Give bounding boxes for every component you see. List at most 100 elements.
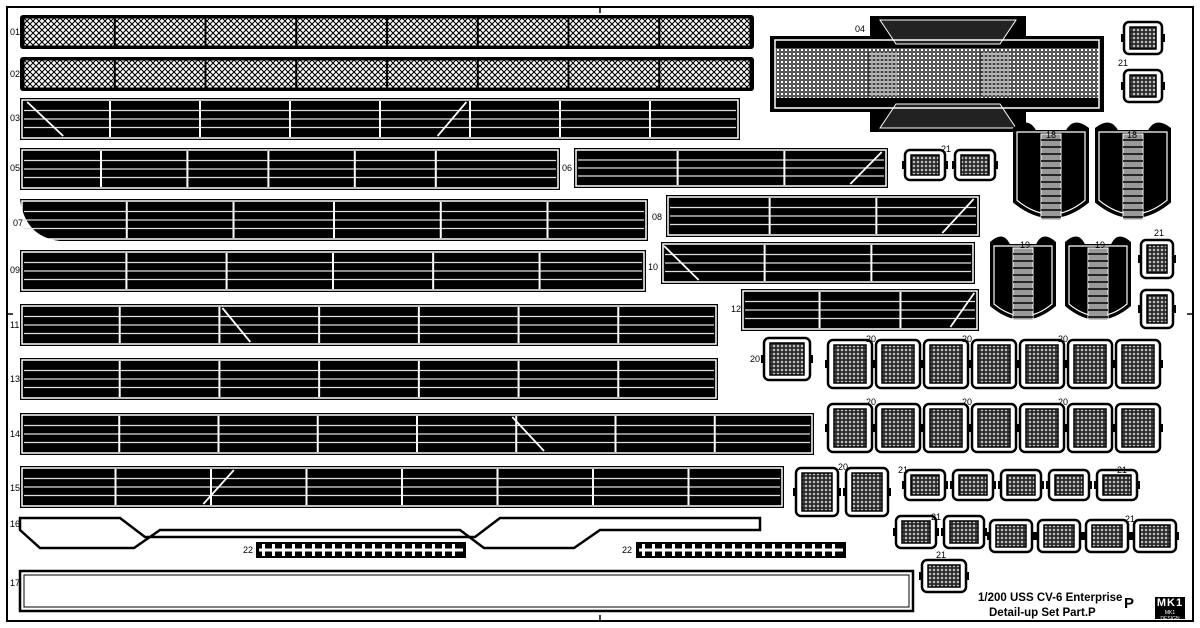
- part-21-grate-i: [919, 558, 969, 594]
- part-13-railing: [20, 358, 718, 400]
- label-15: 15: [10, 483, 21, 493]
- part-07-railing: [20, 199, 648, 241]
- part-21-grate-f: [1138, 288, 1176, 330]
- part-20-grate-row2-5: [1065, 402, 1115, 454]
- label-16: 16: [10, 519, 21, 529]
- part-21-grate-row1-1: [950, 468, 996, 502]
- part-letter: P: [1124, 595, 1135, 612]
- label-07: 07: [13, 218, 24, 228]
- part-05-railing: [20, 148, 560, 190]
- part-20-grate-row1-3: [969, 338, 1019, 390]
- part-20-grate-row2-1: [873, 402, 923, 454]
- part-20-grate-row1-5: [1065, 338, 1115, 390]
- label-22a: 22: [243, 545, 254, 555]
- part-21-grate-row1-3: [1046, 468, 1092, 502]
- logo-text: MK1 DESIGN: [1160, 610, 1180, 622]
- part-21-grate-g: [893, 514, 939, 550]
- part-20-grate-i: [843, 466, 891, 518]
- part-11-railing: [20, 304, 718, 346]
- sheet-title-line1: 1/200 USS CV-6 Enterprise: [978, 592, 1123, 604]
- label-21a: 21: [1118, 58, 1129, 68]
- part-01-mesh-rail: [20, 15, 754, 49]
- part-18-ladder-a: [1013, 122, 1089, 221]
- mesh-railing-group: [20, 15, 754, 91]
- part-21-grate-row2-3: [1131, 518, 1179, 554]
- label-13: 13: [10, 374, 21, 384]
- part-20-grate-row2-2: [921, 402, 971, 454]
- part-04-grate-left: [868, 52, 898, 96]
- part-20-grate-row1-6: [1113, 338, 1163, 390]
- part-20-grate-row1-0: [825, 338, 875, 390]
- part-20-grate-h: [793, 466, 841, 518]
- part-17-plate: [18, 569, 915, 613]
- label-18b: 18: [1127, 130, 1138, 140]
- part-21-grate-row1-0: [902, 468, 948, 502]
- logo-mark: MK1: [1156, 597, 1184, 609]
- label-03: 03: [10, 113, 21, 123]
- label-20f: 20: [962, 397, 973, 407]
- label-20b: 20: [866, 334, 877, 344]
- part-06-railing: [574, 148, 888, 188]
- label-20g: 20: [1058, 397, 1069, 407]
- railing-group: [20, 98, 980, 508]
- label-19a: 19: [1020, 240, 1031, 250]
- grate-group: [761, 20, 1179, 594]
- part-20-grate-row1-1: [873, 338, 923, 390]
- mk1-logo: MK1 MK1 DESIGN: [1155, 597, 1185, 622]
- part-21-grate-row1-4: [1094, 468, 1140, 502]
- label-17: 17: [10, 578, 21, 588]
- label-21e: 21: [1117, 465, 1128, 475]
- part-04-lower-flap: [879, 103, 1017, 129]
- part-19-ladder-a: [990, 236, 1056, 321]
- sheet-title-line2: Detail-up Set Part.P: [989, 607, 1096, 619]
- label-18a: 18: [1046, 130, 1057, 140]
- label-20a: 20: [750, 354, 761, 364]
- part-15-railing: [20, 466, 784, 508]
- part-10-railing: [661, 242, 975, 284]
- part-14-railing: [20, 413, 814, 455]
- part-22-ladder-b: [636, 542, 846, 558]
- label-20h: 20: [838, 462, 849, 472]
- label-20d: 20: [1058, 334, 1069, 344]
- part-21-grate-h: [941, 514, 987, 550]
- misc-parts-group: [18, 516, 915, 613]
- label-21c: 21: [1154, 228, 1165, 238]
- part-21-grate-c: [902, 148, 948, 182]
- part-02-mesh-rail: [20, 57, 754, 91]
- label-01: 01: [10, 27, 21, 37]
- part-04-upper-flap: [879, 19, 1017, 45]
- label-10: 10: [648, 262, 659, 272]
- part-03-railing: [20, 98, 740, 140]
- part-21-grate-row2-2: [1083, 518, 1131, 554]
- part-04-grate-right: [980, 52, 1010, 96]
- label-21h: 21: [936, 550, 947, 560]
- part-21-grate-d: [952, 148, 998, 182]
- label-21d: 21: [898, 465, 909, 475]
- label-14: 14: [10, 429, 21, 439]
- part-21-grate-row2-0: [987, 518, 1035, 554]
- part-19-ladder-b: [1065, 236, 1131, 321]
- part-18-ladder-b: [1095, 122, 1171, 221]
- part-21-grate-b: [1121, 68, 1165, 104]
- part-11b-railing: [741, 289, 979, 331]
- label-20e: 20: [866, 397, 877, 407]
- label-21b: 21: [941, 144, 952, 154]
- part-20-grate-row2-6: [1113, 402, 1163, 454]
- label-22b: 22: [622, 545, 633, 555]
- label-09: 09: [10, 265, 21, 275]
- part-16-strip: [18, 516, 762, 550]
- label-08: 08: [652, 212, 663, 222]
- part-04-center-mesh: [775, 48, 1099, 98]
- label-20c: 20: [962, 334, 973, 344]
- part-21-grate-e: [1138, 238, 1176, 280]
- label-21f: 21: [931, 512, 942, 522]
- part-04-platform: [770, 16, 1104, 132]
- label-04: 04: [855, 24, 866, 34]
- part-21-grate-row1-2: [998, 468, 1044, 502]
- part-09-railing: [20, 250, 646, 292]
- label-19b: 19: [1095, 240, 1106, 250]
- part-20-grate-row1-4: [1017, 338, 1067, 390]
- part-20-grate-row2-3: [969, 402, 1019, 454]
- label-05: 05: [10, 163, 21, 173]
